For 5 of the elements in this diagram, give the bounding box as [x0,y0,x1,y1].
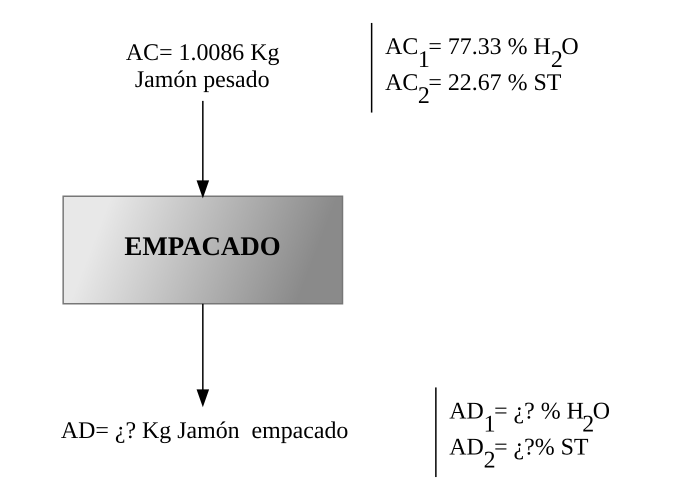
node-box: EMPACADO [62,195,344,305]
arrow [196,100,210,198]
node-text: AC= 1.0086 Kg Jamón pesado [126,40,280,93]
arrow [196,304,210,408]
node-text: AD= ¿? Kg Jamón empacado [60,418,348,444]
